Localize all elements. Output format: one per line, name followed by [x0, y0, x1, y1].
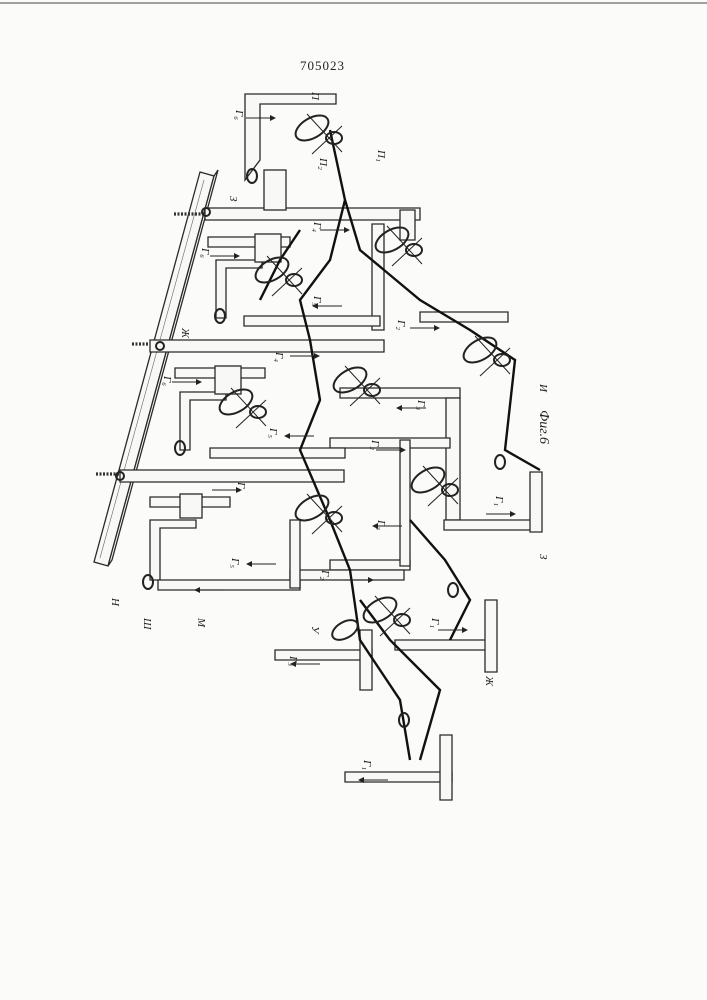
label-i-right: И	[537, 383, 549, 393]
label-zh-bottom: Ж	[483, 675, 495, 687]
label-g4b: Г₄	[273, 351, 285, 362]
label-g6b: Г₆	[199, 247, 211, 258]
label-zh-mid: Ж	[179, 327, 191, 339]
label-g3c: Г₃	[287, 655, 299, 666]
label-n: Н	[109, 597, 121, 607]
label-g2c: Г₂	[319, 569, 331, 580]
label-u: У	[309, 626, 321, 635]
label-g6c: Г₆	[161, 375, 173, 386]
label-z-top: З	[227, 196, 239, 202]
label-g1b: Г₁	[429, 617, 441, 628]
label-g5b: Г₅	[267, 427, 279, 438]
label-g4c: Г₄	[235, 481, 247, 492]
label-g2b: Г₂	[369, 439, 381, 450]
label-z-bottom: З	[537, 554, 549, 560]
label-g1c: Г₁	[493, 495, 505, 506]
label-g1: Г₁	[361, 759, 373, 770]
label-p2: П₂	[317, 157, 329, 170]
label-g3b: Г₃	[375, 519, 387, 530]
label-g5a: Г₅	[311, 295, 323, 306]
label-g2a: Г₂	[395, 319, 407, 330]
label-p: П	[309, 91, 321, 101]
label-g5c: Г₅	[229, 557, 241, 568]
label-p1: П₁	[375, 149, 387, 162]
label-g6a: Г₆	[233, 109, 245, 120]
label-g3a: Г₃	[415, 399, 427, 410]
label-m: М	[195, 617, 207, 628]
label-g4a: Г₄	[311, 221, 323, 232]
label-sh: Ш	[141, 617, 153, 630]
figure-caption: Фиг.6	[536, 410, 551, 444]
